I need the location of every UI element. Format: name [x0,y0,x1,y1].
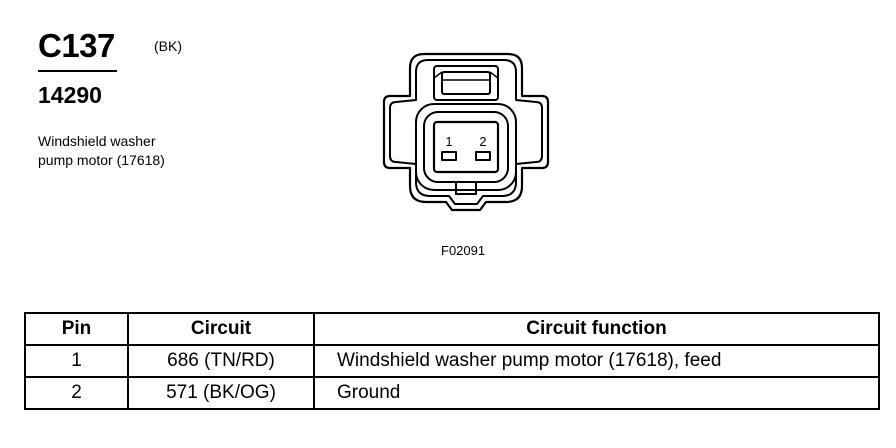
table-row: 2 571 (BK/OG) Ground [24,376,880,410]
figure-id: F02091 [441,243,486,258]
row-1-pin: 1 [24,344,129,378]
part-number: 14290 [38,82,102,108]
housing-outer-outline [382,52,550,212]
pin-label-2: 2 [479,134,486,149]
row-2-circuit: 571 (BK/OG) [127,376,315,410]
row-1-function: Windshield washer pump motor (17618), fe… [313,344,880,378]
terminal-block [432,120,500,174]
locking-tab-frame [433,65,499,101]
pinout-table: Pin Circuit Circuit function 1 686 (TN/R… [24,312,880,410]
row-2-pin: 2 [24,376,129,410]
connector-color-code: (BK) [154,38,182,54]
pin-label-1: 1 [445,134,452,149]
title-underline [38,70,117,72]
bottom-latch [455,182,477,195]
row-2-function: Ground [313,376,880,410]
table-row: 1 686 (TN/RD) Windshield washer pump mot… [24,344,880,378]
terminal-2 [475,151,491,161]
header-pin: Pin [24,312,129,346]
description-line-1: Windshield washer [38,133,156,149]
inner-cavity-outer [415,103,517,191]
description-line-2: pump motor (17618) [38,152,165,168]
header-circuit-function: Circuit function [313,312,880,346]
connector-face-drawing: 1 2 [382,52,550,212]
connector-description: Windshield washer pump motor (17618) [38,132,218,170]
locking-tab-rib-2 [433,71,443,79]
housing-inner-outline [389,59,543,205]
inner-cavity [423,111,509,183]
header-circuit: Circuit [127,312,315,346]
terminal-1 [441,151,457,161]
connector-id: C137 [38,27,115,64]
locking-tab-rib-3 [489,71,499,79]
row-1-circuit: 686 (TN/RD) [127,344,315,378]
locking-tab [441,71,491,95]
table-header-row: Pin Circuit Circuit function [24,312,880,346]
